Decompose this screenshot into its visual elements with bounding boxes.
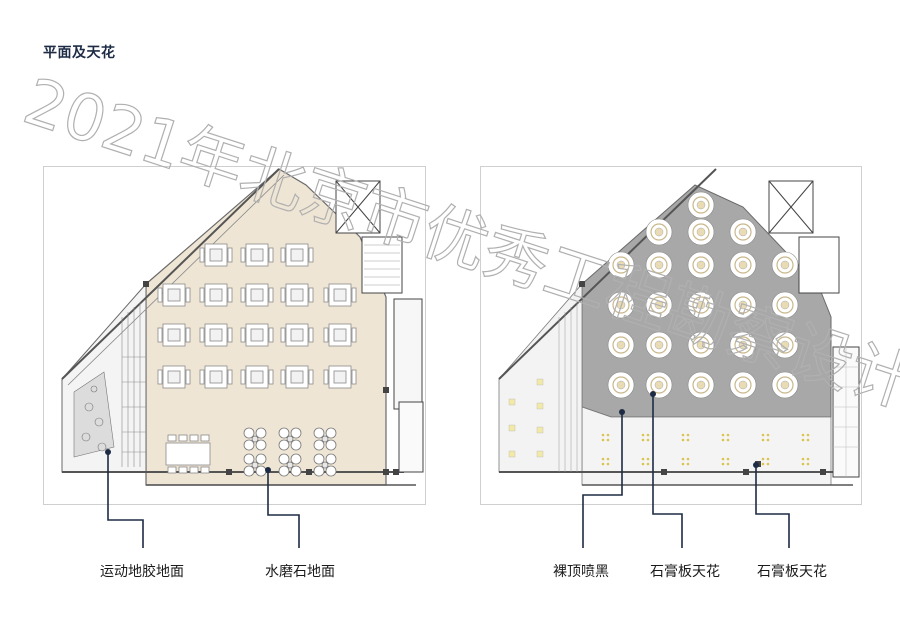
callout-terrazzo-floor: 水磨石地面 xyxy=(265,564,335,580)
dining-table xyxy=(280,243,314,267)
pendant-light xyxy=(687,251,715,279)
pendant-light xyxy=(607,251,635,279)
pendant-light xyxy=(729,251,757,279)
round-pendant-lights xyxy=(607,191,799,399)
callout-sports-rubber-floor: 运动地胶地面 xyxy=(100,564,184,580)
cafe-table xyxy=(243,453,267,477)
dining-table xyxy=(199,365,233,389)
pendant-light xyxy=(687,191,715,219)
floor-plan-drawing xyxy=(61,168,424,486)
downlight-cluster xyxy=(641,433,650,442)
gypsum-ceiling-area xyxy=(581,406,832,486)
dining-table xyxy=(323,283,357,307)
pendant-light xyxy=(687,371,715,399)
pendant-light xyxy=(729,371,757,399)
dining-table xyxy=(157,323,191,347)
pendant-light xyxy=(607,371,635,399)
page-title: 平面及天花 xyxy=(43,45,116,61)
ceiling-plan-drawing xyxy=(498,168,860,486)
downlight-cluster xyxy=(641,457,650,466)
callout-gypsum-ceiling-1: 石膏板天花 xyxy=(650,564,720,580)
stair-core xyxy=(335,180,424,473)
pendant-light xyxy=(687,331,715,359)
pendant-light xyxy=(687,291,715,319)
pendant-light xyxy=(645,291,673,319)
floor-plan xyxy=(43,166,426,505)
dining-table xyxy=(157,365,191,389)
dining-table xyxy=(199,323,233,347)
pendant-light xyxy=(729,291,757,319)
dining-table xyxy=(323,323,357,347)
lounge-cluster xyxy=(73,371,115,458)
downlight-cluster xyxy=(761,433,770,442)
wedge-light-fixtures xyxy=(508,378,544,458)
pendant-light xyxy=(645,371,673,399)
downlight-cluster xyxy=(721,433,730,442)
pendant-light xyxy=(771,251,799,279)
cafe-table xyxy=(313,453,337,477)
pendant-light xyxy=(645,331,673,359)
cafe-table xyxy=(278,427,302,451)
callout-gypsum-ceiling-2: 石膏板天花 xyxy=(757,564,827,580)
stair-core-ceiling xyxy=(768,180,860,478)
dining-table xyxy=(199,283,233,307)
pendant-light xyxy=(645,251,673,279)
pendant-light xyxy=(771,331,799,359)
downlight-cluster xyxy=(721,457,730,466)
pendant-light xyxy=(687,218,715,246)
downlight-cluster xyxy=(801,433,810,442)
dining-table xyxy=(199,243,233,267)
dining-table-grid xyxy=(157,243,357,389)
cafe-table xyxy=(313,427,337,451)
dining-table xyxy=(280,283,314,307)
pendant-light xyxy=(771,371,799,399)
pendant-light xyxy=(729,218,757,246)
dining-table xyxy=(240,323,274,347)
cafe-table xyxy=(243,427,267,451)
downlight-cluster xyxy=(801,457,810,466)
dining-table xyxy=(280,365,314,389)
downlight-cluster xyxy=(761,457,770,466)
wedge-ceiling-area xyxy=(498,282,583,473)
dining-table xyxy=(280,323,314,347)
dining-table xyxy=(240,243,274,267)
pendant-light xyxy=(729,331,757,359)
dining-table xyxy=(157,283,191,307)
long-table xyxy=(165,434,211,474)
dining-table xyxy=(240,365,274,389)
callout-exposed-black-ceiling: 裸顶喷黑 xyxy=(553,564,609,580)
pendant-light xyxy=(771,291,799,319)
ceiling-plan xyxy=(480,166,862,505)
pendant-light xyxy=(607,331,635,359)
pendant-light xyxy=(645,218,673,246)
pendant-light xyxy=(607,291,635,319)
dining-table xyxy=(323,365,357,389)
dining-table xyxy=(240,283,274,307)
